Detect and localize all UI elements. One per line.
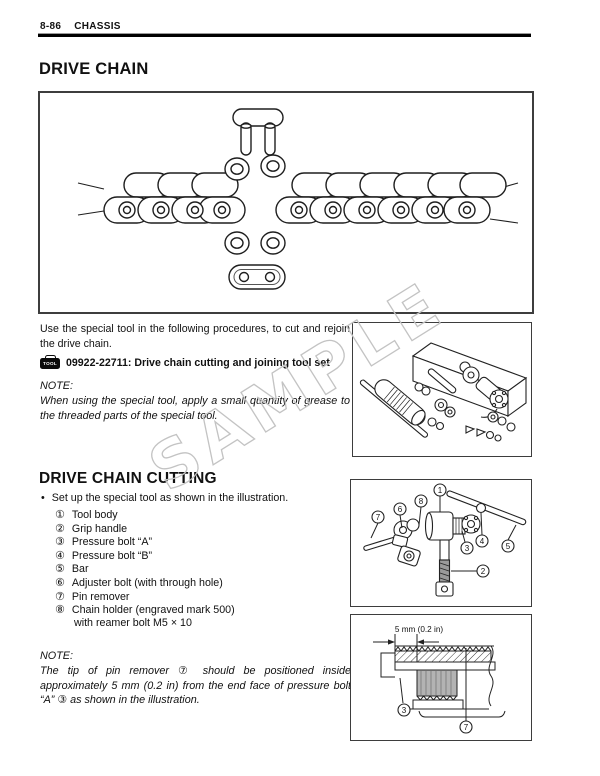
header-rule [38, 33, 531, 37]
callout-7: 7 [376, 513, 381, 522]
list-item: ③ Pressure bolt “A” [55, 535, 235, 549]
note-text: When using the special tool, apply a sma… [40, 394, 350, 422]
part-number: ② [55, 521, 65, 535]
figure-cross-section: 5 mm (0.2 in) [350, 614, 532, 741]
part-number: ⑥ [55, 575, 65, 589]
callout-pressure-bolt-a: 3 [402, 706, 407, 715]
part-label: Tool body [71, 509, 118, 521]
part-number: ⑤ [55, 562, 65, 576]
tool-icon: TOOL [40, 354, 60, 369]
callout-8: 8 [419, 497, 424, 506]
bullet-text: Set up the special tool as shown in the … [51, 492, 289, 504]
tool-setup-illustration: 1 2 3 4 5 6 7 8 [363, 483, 527, 597]
list-item: ④ Pressure bolt “B” [55, 549, 235, 563]
callout-pin-remover: 7 [464, 723, 469, 732]
page-header: 8-86 CHASSIS [40, 21, 121, 32]
bullet-dot: • [41, 492, 45, 504]
part-label: Grip handle [71, 522, 128, 535]
parts-list: ① Tool body ② Grip handle ③ Pressure bol… [55, 508, 235, 630]
part-label: Pressure bolt “A” [71, 536, 153, 549]
callout-2: 2 [481, 567, 486, 576]
special-tool-reference: TOOL 09922-22711: Drive chain cutting an… [40, 354, 330, 369]
figure-tool-set [352, 322, 532, 457]
list-item: ⑤ Bar [55, 562, 235, 576]
callout-3: 3 [465, 544, 470, 553]
part-label: Adjuster bolt (with through hole) [71, 576, 223, 589]
note-label: NOTE: [40, 380, 73, 392]
callout-4: 4 [480, 537, 485, 546]
part-number: ③ [55, 535, 65, 549]
list-item: ⑦ Pin remover [55, 590, 235, 604]
part-number: ⑧ [55, 603, 65, 617]
part-number: ⑦ [55, 589, 65, 603]
page-title: DRIVE CHAIN [39, 60, 149, 78]
list-item: ⑧ Chain holder (engraved mark 500) [55, 603, 235, 617]
callout-1: 1 [438, 486, 443, 495]
note-label: NOTE: [40, 650, 73, 662]
part-number: ④ [55, 548, 65, 562]
intro-paragraph: Use the special tool in the following pr… [40, 323, 350, 350]
note-block: NOTE: The tip of pin remover ⑦ should be… [40, 649, 351, 708]
tool-icon-label: TOOL [43, 360, 57, 366]
list-item: ② Grip handle [55, 522, 235, 536]
figure-tool-setup: 1 2 3 4 5 6 7 8 [350, 479, 532, 607]
part-label: Pin remover [71, 590, 130, 603]
drive-chain-illustration [77, 108, 519, 290]
part-label: Bar [71, 563, 89, 576]
callout-5: 5 [506, 542, 511, 551]
figure-drive-chain [38, 91, 534, 314]
page-number: 8-86 [40, 21, 62, 32]
tool-set-illustration [359, 342, 528, 442]
section-title: DRIVE CHAIN CUTTING [39, 470, 217, 487]
callout-6: 6 [398, 505, 403, 514]
part-label: Pressure bolt “B” [71, 549, 153, 562]
part-label-continued: with reamer bolt M5 × 10 [74, 616, 192, 629]
tool-code-text: 09922-22711: Drive chain cutting and joi… [66, 357, 330, 369]
bullet-item: • Set up the special tool as shown in th… [41, 492, 288, 504]
part-label: Chain holder (engraved mark 500) [71, 604, 235, 617]
note-text: The tip of pin remover ⑦ should be posit… [40, 664, 351, 707]
chapter-title: CHASSIS [74, 21, 121, 32]
list-item: ⑥ Adjuster bolt (with through hole) [55, 576, 235, 590]
note-block: NOTE: When using the special tool, apply… [40, 379, 350, 423]
list-item: ① Tool body [55, 508, 235, 522]
part-number: ① [55, 508, 65, 521]
dimension-label: 5 mm (0.2 in) [395, 625, 443, 634]
cross-section-illustration: 5 mm (0.2 in) [373, 625, 506, 734]
